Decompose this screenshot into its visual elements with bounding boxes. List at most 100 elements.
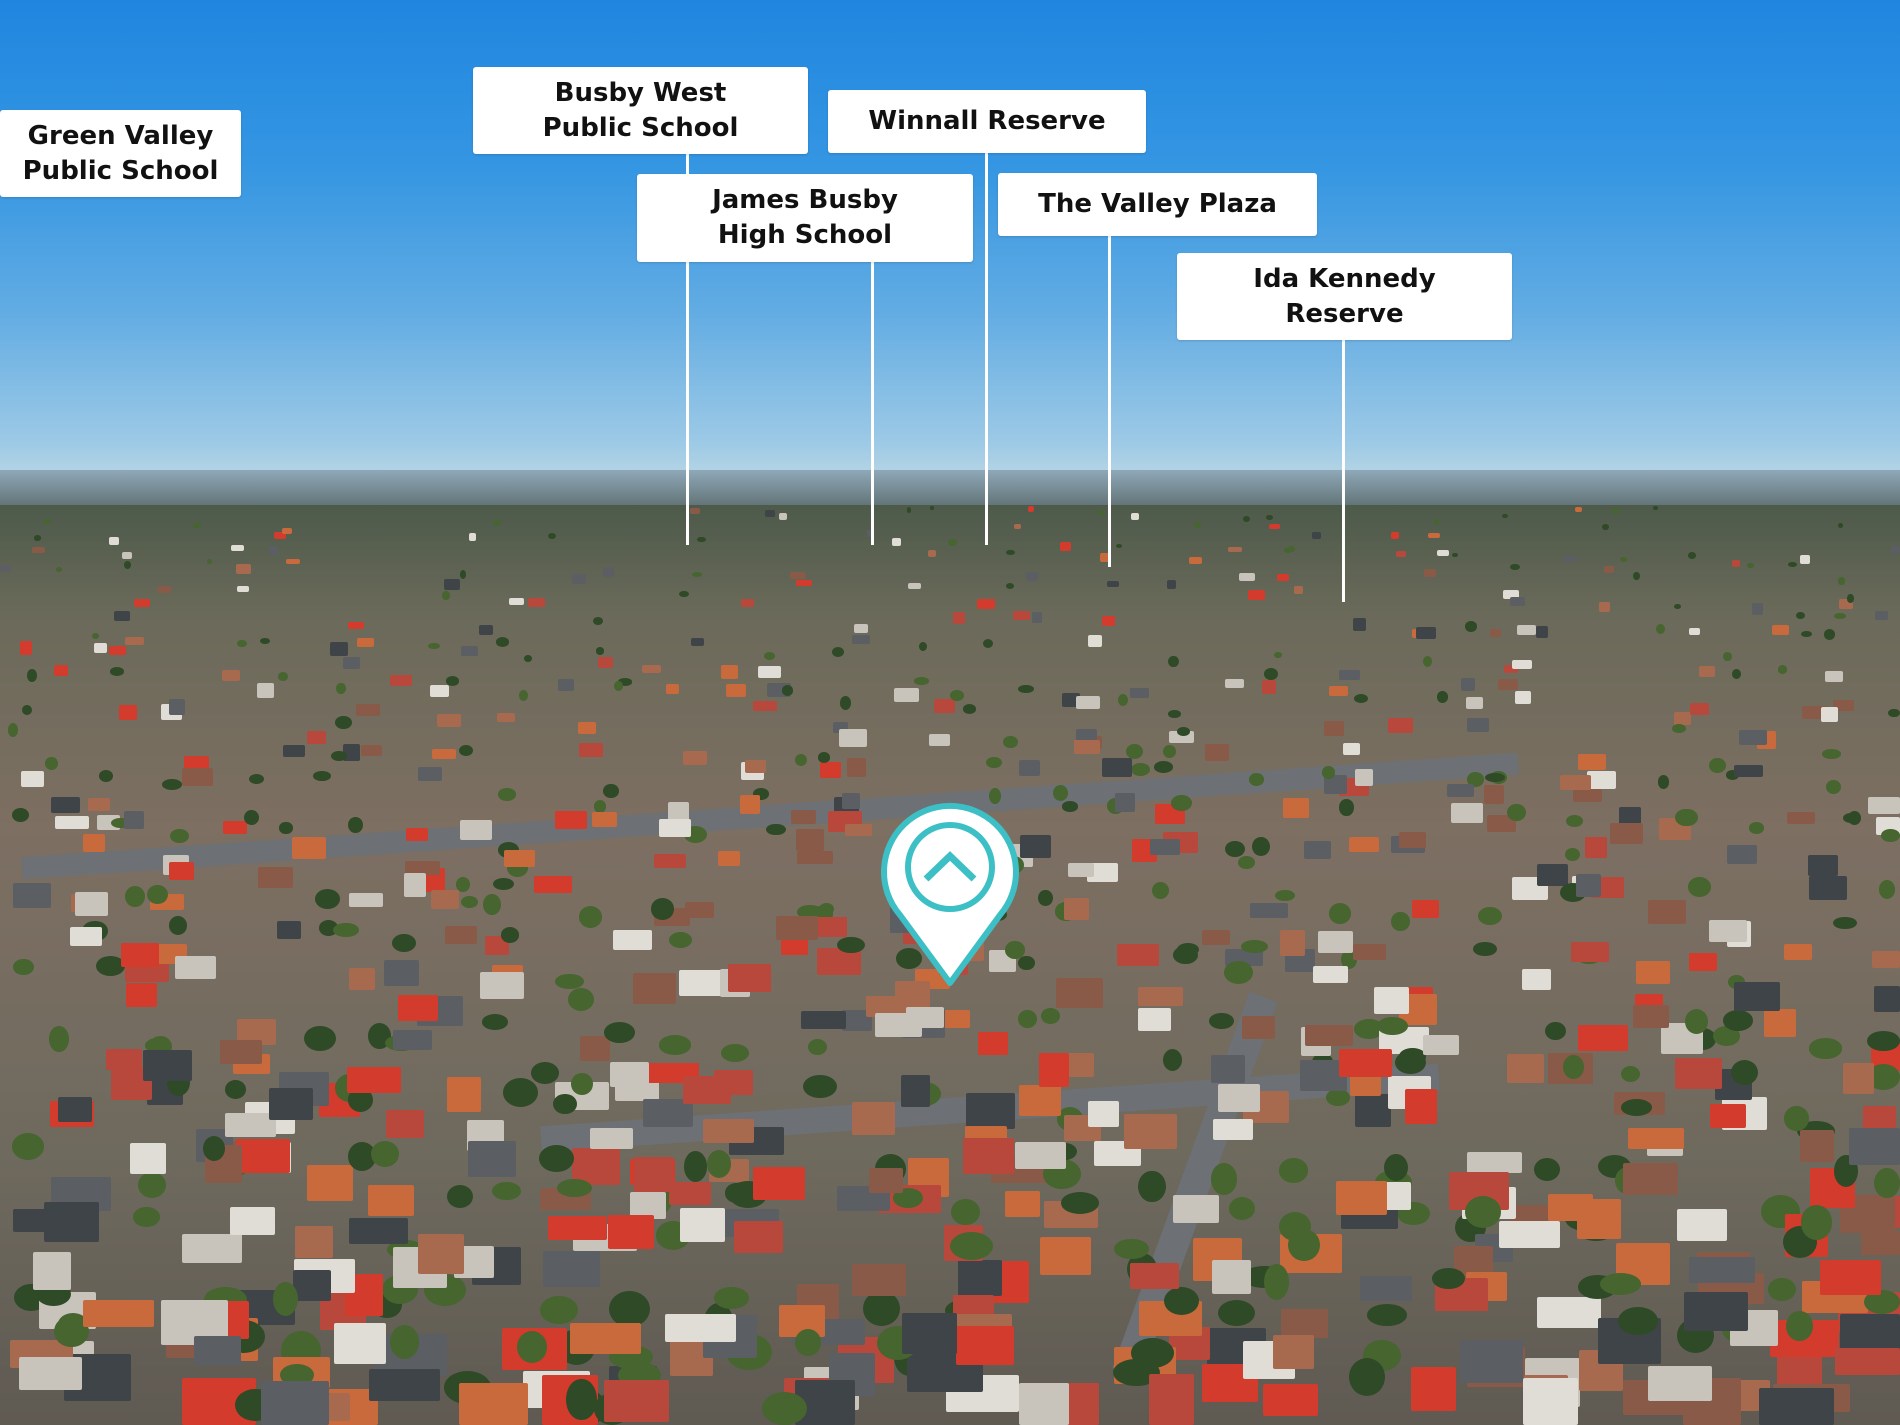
house-roof — [1573, 789, 1602, 802]
tree — [391, 933, 417, 953]
tree — [1060, 1192, 1099, 1215]
house-roof — [285, 558, 300, 565]
house-roof — [1647, 899, 1686, 925]
house-roof — [461, 645, 478, 656]
house-roof — [1799, 1130, 1834, 1162]
house-roof — [1411, 900, 1440, 918]
house-roof — [578, 722, 597, 734]
house-roof — [349, 967, 376, 990]
tree — [390, 1324, 420, 1359]
house-roof — [1004, 1190, 1041, 1217]
tree — [1688, 877, 1712, 897]
tree — [794, 753, 807, 766]
house-roof — [1138, 1008, 1171, 1031]
house-roof — [779, 513, 787, 520]
house-roof — [1835, 1347, 1900, 1376]
tree — [243, 809, 259, 825]
house-roof — [480, 971, 525, 999]
house-roof — [1123, 1113, 1177, 1150]
label-ida-kennedy-reserve: Ida Kennedy Reserve — [1177, 253, 1512, 340]
house-roof — [348, 892, 383, 908]
tree — [1788, 561, 1798, 568]
house-roof — [841, 792, 861, 810]
tree — [518, 689, 528, 702]
house-roof — [1212, 1260, 1251, 1294]
tree — [863, 1290, 901, 1326]
house-roof — [894, 980, 931, 1008]
tree — [1241, 940, 1268, 954]
house-roof — [158, 585, 172, 593]
tree — [613, 680, 623, 691]
house-roof — [1689, 702, 1710, 716]
tree — [333, 922, 359, 938]
horizon-city — [0, 470, 1900, 510]
tree — [1152, 881, 1170, 900]
house-roof — [1726, 845, 1758, 864]
house-roof — [1027, 505, 1035, 513]
tree — [1473, 942, 1497, 956]
house-roof — [1280, 929, 1306, 957]
house-roof — [1391, 532, 1400, 539]
tree — [763, 651, 775, 660]
house-roof — [169, 861, 195, 881]
tree — [1264, 1263, 1290, 1301]
house-roof — [1867, 797, 1900, 815]
tree — [1565, 848, 1580, 862]
house-roof — [1354, 769, 1373, 787]
house-roof — [174, 956, 217, 979]
house-roof — [417, 1233, 464, 1275]
house-roof — [679, 1207, 726, 1243]
tree — [13, 958, 34, 975]
tree — [1354, 1018, 1384, 1039]
house-roof — [133, 599, 150, 607]
house-roof — [108, 645, 127, 655]
tree — [1394, 1050, 1426, 1074]
house-roof — [1250, 903, 1288, 918]
house-roof — [459, 820, 493, 840]
label-busby-west-public-school: Busby West Public School — [473, 67, 808, 154]
tree — [1465, 621, 1478, 632]
house-roof — [508, 597, 525, 605]
tree — [1177, 726, 1190, 737]
tree — [34, 535, 41, 541]
house-roof — [963, 1137, 1015, 1174]
house-roof — [690, 638, 704, 646]
house-roof — [634, 1157, 674, 1192]
house-roof — [1228, 546, 1242, 552]
tree — [1808, 1038, 1843, 1059]
tree — [1117, 694, 1128, 707]
tree — [1321, 765, 1336, 779]
tree — [1436, 691, 1448, 703]
house-roof — [445, 925, 477, 945]
tree — [11, 807, 29, 823]
tree — [1006, 550, 1016, 556]
house-roof — [1063, 897, 1089, 920]
house-roof — [1075, 728, 1097, 744]
tree — [678, 590, 689, 598]
house-roof — [875, 1012, 922, 1037]
house-roof — [121, 551, 132, 560]
tree — [962, 704, 977, 715]
house-roof — [1131, 513, 1139, 521]
house-roof — [1619, 807, 1641, 829]
house-roof — [1570, 942, 1610, 963]
house-roof — [1784, 943, 1813, 960]
house-roof — [1201, 929, 1230, 946]
house-roof — [1060, 542, 1072, 551]
house-roof — [839, 729, 867, 748]
tree — [1723, 652, 1732, 661]
tree — [1621, 1066, 1641, 1083]
house-roof — [653, 853, 687, 869]
tree — [566, 1379, 597, 1420]
tree — [1263, 667, 1278, 680]
house-roof — [355, 704, 380, 716]
house-roof — [1734, 982, 1780, 1012]
house-roof — [1574, 506, 1583, 512]
house-roof — [1353, 618, 1367, 631]
tree — [1249, 773, 1264, 787]
house-roof — [1323, 775, 1348, 795]
house-roof — [260, 1381, 329, 1425]
tree — [697, 536, 706, 543]
house-roof — [105, 1048, 142, 1070]
tree — [193, 523, 201, 528]
